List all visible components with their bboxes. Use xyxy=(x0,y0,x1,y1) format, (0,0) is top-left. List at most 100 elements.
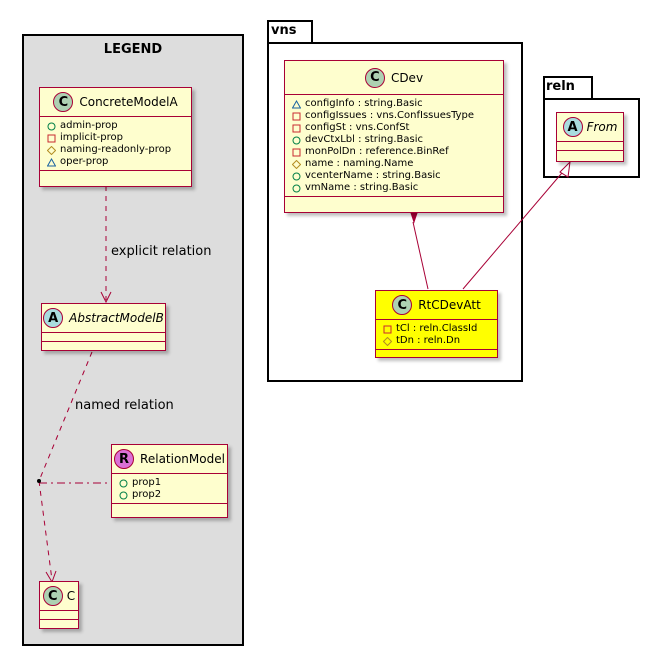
attribute-section xyxy=(557,142,623,151)
attribute-text: vcenterName : string.Basic xyxy=(305,170,441,181)
abstract-stereotype-icon: A xyxy=(43,308,64,328)
attribute-text: implicit-prop xyxy=(60,132,123,143)
attribute-row: name : naming.Name xyxy=(291,158,503,170)
legend-title: LEGEND xyxy=(103,42,163,57)
class-name: From xyxy=(586,120,618,134)
attribute-row: tCl : reln.ClassId xyxy=(382,323,497,335)
protected-visibility-icon xyxy=(291,159,301,169)
attribute-row: tDn : reln.Dn xyxy=(382,335,497,347)
class-header: C CDev xyxy=(285,61,503,95)
method-section xyxy=(112,504,227,510)
label-explicit-relation: explicit relation xyxy=(111,244,212,259)
attribute-text: prop2 xyxy=(132,489,162,500)
attribute-row: configInfo : string.Basic xyxy=(291,98,503,110)
method-section xyxy=(376,350,497,356)
class-from[interactable]: A From xyxy=(556,112,624,162)
edge-inheritance xyxy=(462,166,568,290)
attribute-text: prop1 xyxy=(132,477,162,488)
class-stereotype-icon: C xyxy=(364,67,385,88)
attribute-text: tDn : reln.Dn xyxy=(396,335,461,346)
class-name: RtCDevAtt xyxy=(418,298,481,312)
attribute-text: oper-prop xyxy=(60,156,109,167)
attribute-text: devCtxLbl : string.Basic xyxy=(305,134,424,145)
attribute-text: configSt : vns.ConfSt xyxy=(305,122,410,133)
class-name: C xyxy=(66,589,76,603)
class-stereotype-icon: C xyxy=(42,586,63,606)
class-header: C RtCDevAtt xyxy=(376,291,497,320)
class-name: CDev xyxy=(390,70,424,85)
attribute-row: naming-readonly-prop xyxy=(46,144,191,156)
attribute-text: configIssues : vns.ConfIssuesType xyxy=(305,110,475,121)
label-named-relation: named relation xyxy=(75,398,174,413)
arrowhead-inheritance xyxy=(559,160,571,178)
private-visibility-icon xyxy=(383,325,391,333)
attribute-section xyxy=(40,611,78,620)
attribute-text: tCl : reln.ClassId xyxy=(396,323,478,334)
attribute-row: configIssues : vns.ConfIssuesType xyxy=(291,110,503,122)
class-abstract-model-b[interactable]: A AbstractModelB xyxy=(41,303,166,351)
class-header: C C xyxy=(40,582,78,611)
attribute-text: configInfo : string.Basic xyxy=(305,98,423,109)
class-name: RelationModel xyxy=(140,452,225,466)
attribute-row: configSt : vns.ConfSt xyxy=(291,122,503,134)
package-reln-name: reln xyxy=(546,79,575,94)
attribute-row: monPolDn : reference.BinRef xyxy=(291,146,503,158)
abstract-stereotype-icon: A xyxy=(562,117,583,137)
private-visibility-icon xyxy=(47,134,55,142)
edge-composition xyxy=(412,221,429,290)
attribute-row: vcenterName : string.Basic xyxy=(291,170,503,182)
public-visibility-icon xyxy=(119,479,127,487)
public-visibility-icon xyxy=(292,136,300,144)
package-vns-name: vns xyxy=(271,23,297,38)
attribute-text: naming-readonly-prop xyxy=(60,144,172,155)
arrowhead-explicit xyxy=(100,291,112,304)
class-stereotype-icon: C xyxy=(392,295,413,315)
public-visibility-icon xyxy=(119,491,127,499)
method-section xyxy=(40,171,191,177)
attribute-row: oper-prop xyxy=(46,156,191,168)
attribute-row: devCtxLbl : string.Basic xyxy=(291,134,503,146)
attribute-section xyxy=(42,333,165,342)
public-visibility-icon xyxy=(292,184,300,192)
package-visibility-icon xyxy=(46,157,56,166)
method-section xyxy=(285,197,503,203)
class-header: A AbstractModelB xyxy=(42,304,165,333)
package-visibility-icon xyxy=(291,99,301,108)
attribute-text: monPolDn : reference.BinRef xyxy=(305,146,449,157)
class-stereotype-icon: C xyxy=(53,92,74,112)
private-visibility-icon xyxy=(292,148,300,156)
class-name: AbstractModelB xyxy=(69,311,164,325)
protected-visibility-icon xyxy=(382,336,392,346)
junction-dot xyxy=(37,479,41,483)
public-visibility-icon xyxy=(47,122,55,130)
attribute-text: vmName : string.Basic xyxy=(305,182,419,193)
public-visibility-icon xyxy=(292,172,300,180)
edge-named-relation xyxy=(38,351,93,482)
relation-stereotype-icon: R xyxy=(114,449,135,469)
attribute-row: vmName : string.Basic xyxy=(291,182,503,194)
class-header: R RelationModel xyxy=(112,445,227,474)
attribute-text: name : naming.Name xyxy=(305,158,414,169)
protected-visibility-icon xyxy=(46,145,56,155)
attribute-row: implicit-prop xyxy=(46,132,191,144)
class-header: A From xyxy=(557,113,623,142)
private-visibility-icon xyxy=(292,112,300,120)
attribute-row: prop1 xyxy=(118,477,227,489)
class-header: C ConcreteModelA xyxy=(40,88,191,117)
attribute-text: admin-prop xyxy=(60,120,118,131)
private-visibility-icon xyxy=(292,124,300,132)
class-c[interactable]: C C xyxy=(39,581,79,629)
class-name: ConcreteModelA xyxy=(79,95,178,109)
attribute-row: admin-prop xyxy=(46,120,191,132)
edge-to-c xyxy=(38,480,53,581)
attribute-row: prop2 xyxy=(118,489,227,501)
